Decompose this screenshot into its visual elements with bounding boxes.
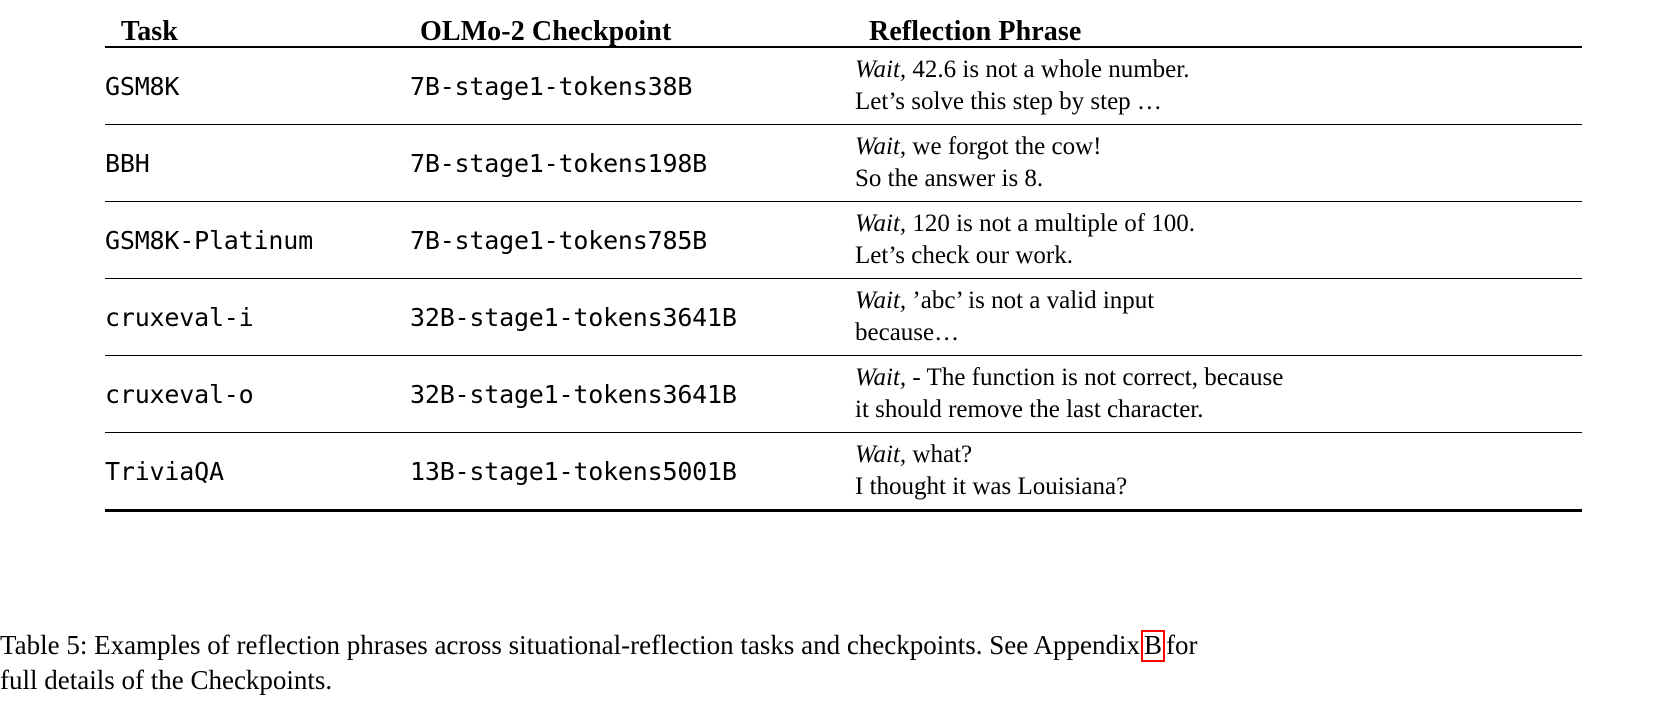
phrase-rest: 42.6 is not a whole number. xyxy=(906,55,1190,83)
phrase-rest: what? xyxy=(906,440,973,468)
cell-checkpoint: 32B-stage1-tokens3641B xyxy=(410,278,855,356)
caption-line-2: full details of the Checkpoints. xyxy=(0,665,333,696)
phrase-rest: we forgot the cow! xyxy=(906,132,1102,160)
phrase-italic-lead: Wait, xyxy=(855,286,907,314)
caption-text-before-link: Table 5: Examples of reflection phrases … xyxy=(0,630,1141,660)
phrase-line-1: Wait, what? xyxy=(855,439,1582,472)
phrase-line-1: Wait, 42.6 is not a whole number. xyxy=(855,54,1582,87)
phrase-line-1: Wait, 120 is not a multiple of 100. xyxy=(855,208,1582,241)
table-row: TriviaQA 13B-stage1-tokens5001B Wait, wh… xyxy=(105,432,1582,512)
cell-checkpoint: 13B-stage1-tokens5001B xyxy=(410,432,855,512)
column-header-reflection-phrase: Reflection Phrase xyxy=(869,16,1082,47)
phrase-line-2: Let’s check our work. xyxy=(855,242,1073,269)
column-header-task: Task xyxy=(121,16,178,47)
phrase-italic-lead: Wait, xyxy=(855,363,907,391)
cell-reflection-phrase: Wait, what? I thought it was Louisiana? xyxy=(855,432,1582,512)
phrase-line-2: Let’s solve this step by step … xyxy=(855,88,1162,115)
caption-text-after-link: for xyxy=(1166,630,1198,660)
column-header-checkpoint: OLMo-2 Checkpoint xyxy=(420,16,672,47)
phrase-rest: 120 is not a multiple of 100. xyxy=(906,209,1196,237)
phrase-line-2: it should remove the last character. xyxy=(855,396,1204,423)
table-row: BBH 7B-stage1-tokens198B Wait, we forgot… xyxy=(105,124,1582,202)
caption-line-1: Table 5: Examples of reflection phrases … xyxy=(0,628,1680,663)
phrase-line-1: Wait, we forgot the cow! xyxy=(855,131,1582,164)
cell-task: BBH xyxy=(105,124,410,202)
cell-checkpoint: 7B-stage1-tokens38B xyxy=(410,46,855,125)
cell-reflection-phrase: Wait, - The function is not correct, bec… xyxy=(855,355,1582,433)
table-row: cruxeval-o 32B-stage1-tokens3641B Wait, … xyxy=(105,355,1582,433)
cell-reflection-phrase: Wait, 120 is not a multiple of 100. Let’… xyxy=(855,201,1582,279)
table-header-row: Task OLMo-2 Checkpoint Reflection Phrase xyxy=(105,18,1582,47)
phrase-line-1: Wait, - The function is not correct, bec… xyxy=(855,362,1582,395)
table-row: GSM8K 7B-stage1-tokens38B Wait, 42.6 is … xyxy=(105,46,1582,125)
cell-checkpoint: 7B-stage1-tokens198B xyxy=(410,124,855,202)
cell-checkpoint: 7B-stage1-tokens785B xyxy=(410,201,855,279)
cell-task: cruxeval-i xyxy=(105,278,410,356)
phrase-line-2: I thought it was Louisiana? xyxy=(855,473,1128,500)
phrase-line-2: So the answer is 8. xyxy=(855,165,1044,192)
cell-task: GSM8K-Platinum xyxy=(105,201,410,279)
phrase-italic-lead: Wait, xyxy=(855,55,907,83)
table-row: GSM8K-Platinum 7B-stage1-tokens785B Wait… xyxy=(105,201,1582,279)
phrase-italic-lead: Wait, xyxy=(855,440,907,468)
phrase-italic-lead: Wait, xyxy=(855,209,907,237)
reflection-phrases-table: Task OLMo-2 Checkpoint Reflection Phrase… xyxy=(105,18,1582,512)
cell-checkpoint: 32B-stage1-tokens3641B xyxy=(410,355,855,433)
phrase-line-2: because… xyxy=(855,319,960,346)
phrase-rest: - The function is not correct, because xyxy=(906,363,1284,391)
table-caption: Table 5: Examples of reflection phrases … xyxy=(0,628,1680,698)
cell-reflection-phrase: Wait, we forgot the cow! So the answer i… xyxy=(855,124,1582,202)
table-row: cruxeval-i 32B-stage1-tokens3641B Wait, … xyxy=(105,278,1582,356)
cell-reflection-phrase: Wait, 42.6 is not a whole number. Let’s … xyxy=(855,46,1582,125)
cell-task: GSM8K xyxy=(105,46,410,125)
reflection-phrases-table-wrapper: Task OLMo-2 Checkpoint Reflection Phrase… xyxy=(105,18,1582,512)
appendix-b-link[interactable]: B xyxy=(1141,630,1166,662)
cell-task: cruxeval-o xyxy=(105,355,410,433)
cell-task: TriviaQA xyxy=(105,432,410,512)
phrase-line-1: Wait, ’abc’ is not a valid input xyxy=(855,285,1582,318)
phrase-rest: ’abc’ is not a valid input xyxy=(906,286,1155,314)
cell-reflection-phrase: Wait, ’abc’ is not a valid input because… xyxy=(855,278,1582,356)
phrase-italic-lead: Wait, xyxy=(855,132,907,160)
